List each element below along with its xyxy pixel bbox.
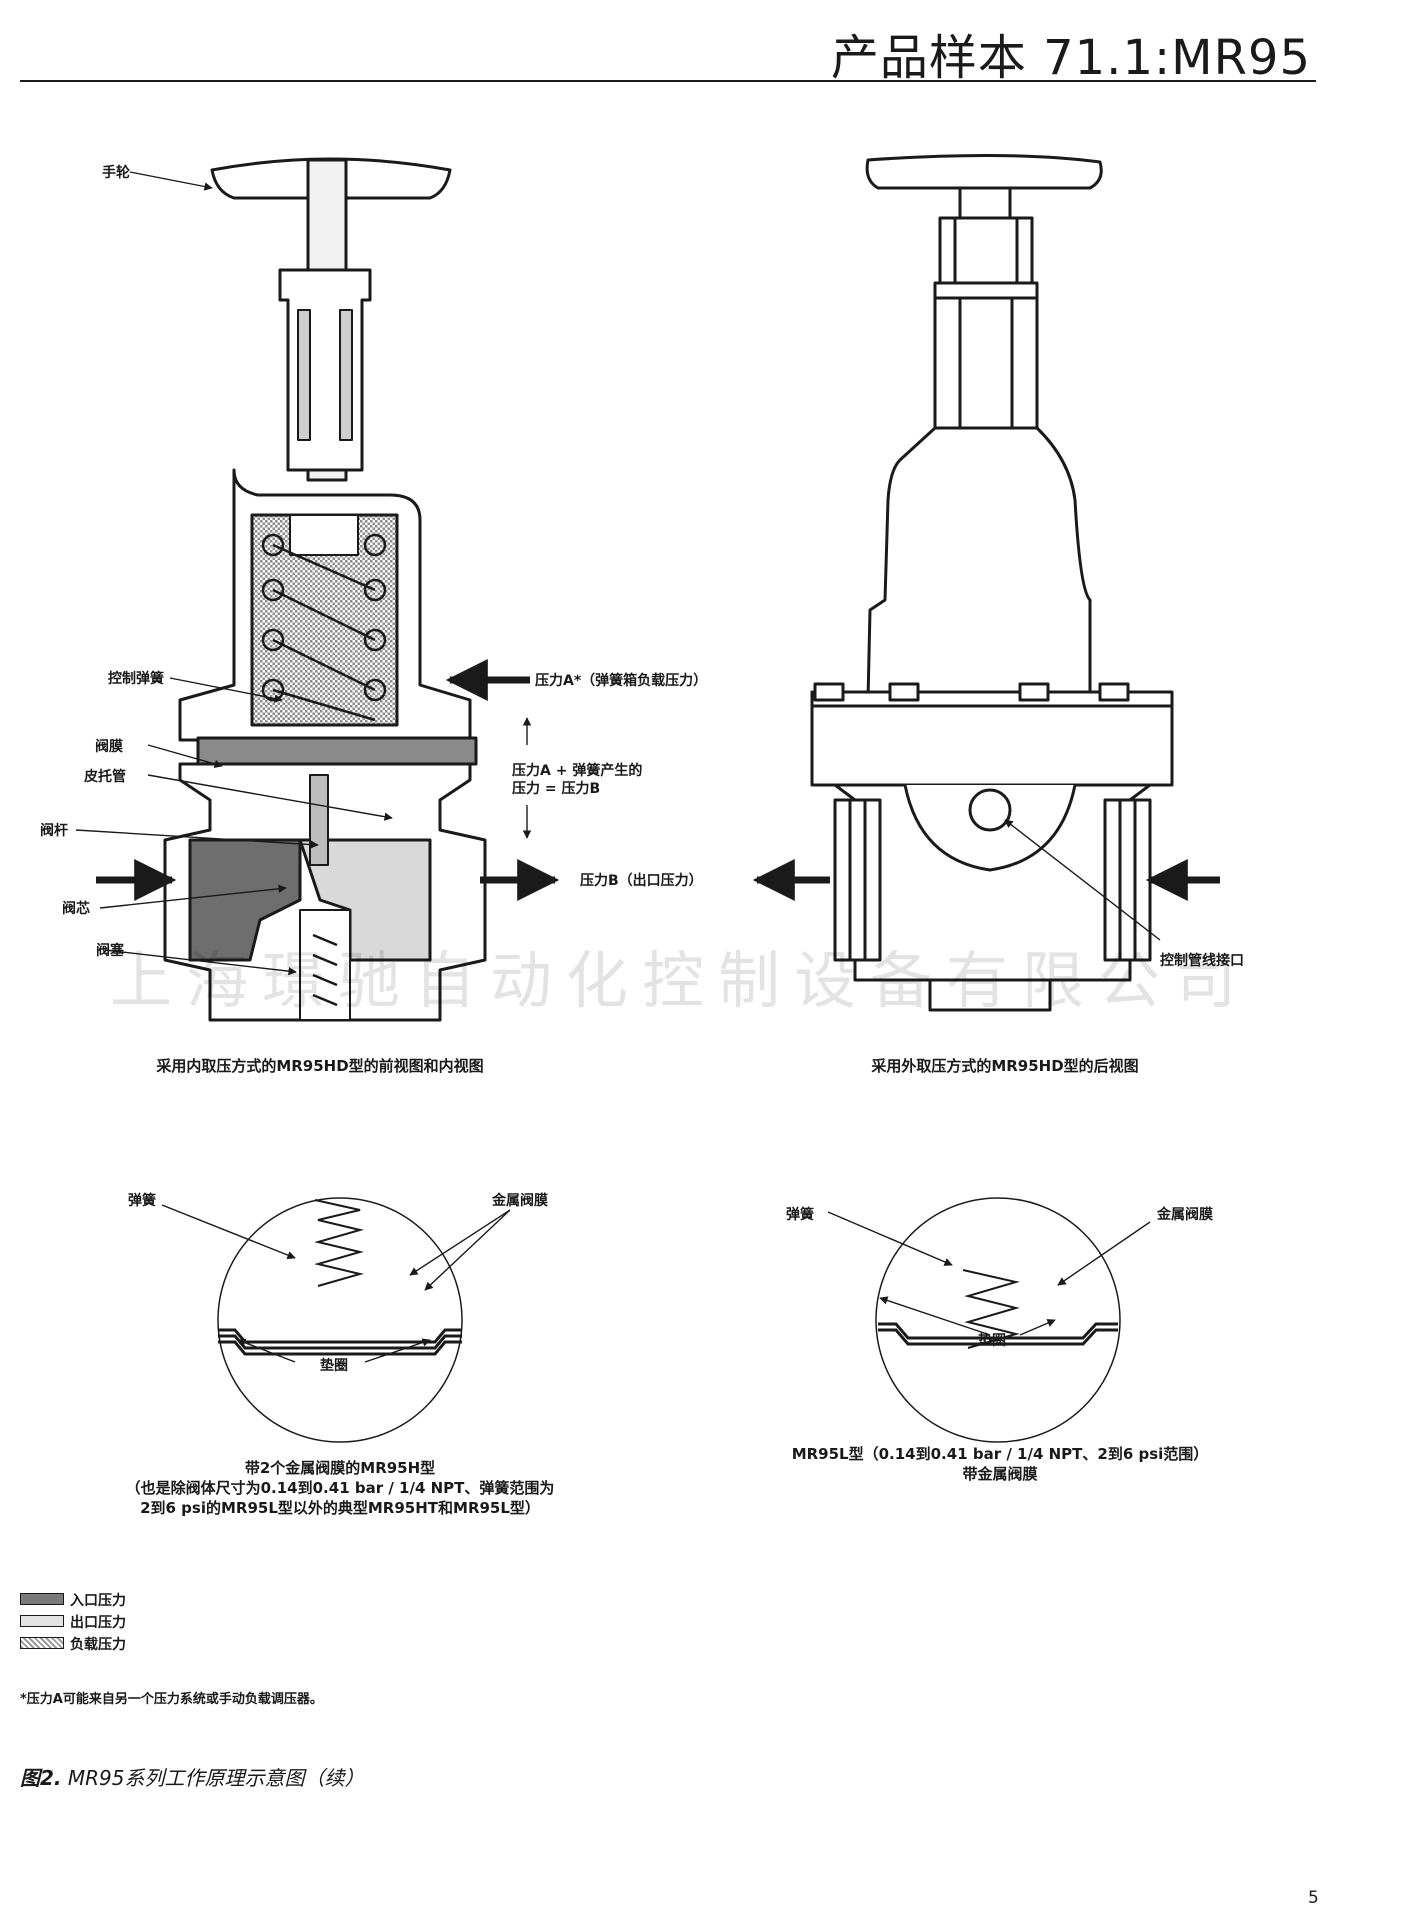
legend-label-outlet: 出口压力: [70, 1615, 126, 1631]
rear-view-drawing: [752, 153, 1220, 1012]
detail-h-caption-line-2: （也是除阀体尺寸为0.14到0.41 bar / 1/4 NPT、弹簧范围为: [125, 1479, 555, 1497]
label-diaphragm: 阀膜: [95, 739, 123, 755]
detail-h-drawing: [217, 1197, 463, 1443]
figure-caption-text: MR95系列工作原理示意图（续）: [61, 1766, 365, 1790]
label-pressure-a: 压力A*（弹簧箱负载压力）: [535, 673, 708, 689]
label-valve-plug: 阀塞: [96, 943, 124, 959]
rear-view-caption: 采用外取压方式的MR95HD型的后视图: [871, 1057, 1139, 1075]
legend-swatch-outlet: [20, 1615, 64, 1627]
detail-l-caption: MR95L型（0.14到0.41 bar / 1/4 NPT、2到6 psi范围…: [720, 1444, 1280, 1484]
label-pressure-sum-2: 压力 = 压力B: [512, 781, 601, 797]
front-view-caption: 采用内取压方式的MR95HD型的前视图和内视图: [156, 1057, 484, 1075]
header-rule: [20, 80, 1316, 82]
detail-h-circle: [217, 1197, 463, 1443]
page-number: 5: [1308, 1888, 1319, 1908]
detail-l-label-gasket: 垫圈: [978, 1333, 1006, 1349]
detail-h-caption-line-3: 2到6 psi的MR95L型以外的典型MR95HT和MR95L型）: [140, 1499, 540, 1517]
legend-label-inlet: 入口压力: [70, 1593, 126, 1609]
label-pressure-sum-1: 压力A + 弹簧产生的: [512, 763, 643, 779]
detail-l-label-metal-diaphragm: 金属阀膜: [1157, 1207, 1213, 1223]
detail-l-leaders: [827, 1211, 1151, 1336]
page-title: 产品样本 71.1:MR95: [830, 30, 1311, 86]
detail-h-label-gasket: 垫圈: [320, 1358, 348, 1374]
detail-h-caption-line-1: 带2个金属阀膜的MR95H型: [244, 1459, 436, 1477]
label-handwheel: 手轮: [102, 165, 130, 181]
detail-h-leaders: [161, 1204, 511, 1363]
watermark-text: 上海璟驰自动化控制设备有限公司: [110, 944, 1251, 1017]
detail-l-label-spring: 弹簧: [786, 1207, 814, 1223]
detail-l-caption-line-2: 带金属阀膜: [962, 1465, 1038, 1483]
label-control-line: 控制管线接口: [1160, 953, 1244, 969]
legend-label-load: 负载压力: [70, 1637, 126, 1653]
label-valve-core: 阀芯: [62, 901, 90, 917]
detail-h-label-spring: 弹簧: [128, 1193, 156, 1209]
label-pressure-b: 压力B（出口压力）: [580, 873, 703, 889]
label-pitot-tube: 皮托管: [84, 769, 126, 785]
detail-l-caption-line-1: MR95L型（0.14到0.41 bar / 1/4 NPT、2到6 psi范围…: [791, 1445, 1209, 1463]
label-valve-stem: 阀杆: [40, 823, 68, 839]
detail-h-label-metal-diaphragm: 金属阀膜: [492, 1193, 548, 1209]
footnote: *压力A可能来自另一个压力系统或手动负载调压器。: [20, 1692, 323, 1707]
figure-caption: 图2. MR95系列工作原理示意图（续）: [20, 1762, 364, 1791]
figure-number: 图2.: [20, 1766, 62, 1790]
legend-swatch-inlet: [20, 1593, 64, 1605]
label-control-spring: 控制弹簧: [108, 671, 164, 687]
detail-h-caption: 带2个金属阀膜的MR95H型 （也是除阀体尺寸为0.14到0.41 bar / …: [60, 1458, 620, 1518]
front-cutaway-drawing: [75, 157, 560, 1022]
legend-swatch-load: [20, 1637, 64, 1649]
